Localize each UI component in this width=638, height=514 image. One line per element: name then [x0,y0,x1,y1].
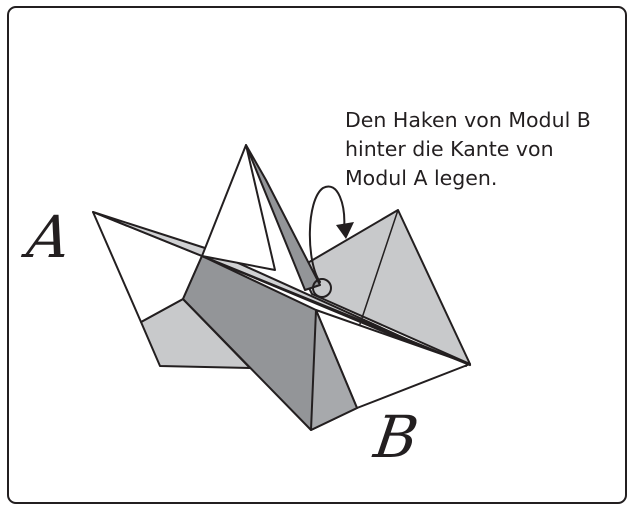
module-b-label: B [370,403,423,471]
instruction-text: Den Haken von Modul B hinter die Kante v… [345,106,625,193]
module-a-label: A [23,203,75,271]
module-b-hook [245,144,321,291]
arrow-head [336,222,354,239]
instruction-line-3: Modul A legen. [345,166,498,190]
hook-highlight-circle [312,278,332,298]
module-a-fold-edge [200,254,472,367]
module-b-peak-white-face [201,144,276,271]
instruction-line-1: Den Haken von Modul B [345,108,591,132]
instruction-arrow [308,185,346,283]
instruction-line-2: hinter die Kante von [345,137,554,161]
module-b-rear-crease [359,209,399,325]
module-b-front-sliver [310,309,358,431]
